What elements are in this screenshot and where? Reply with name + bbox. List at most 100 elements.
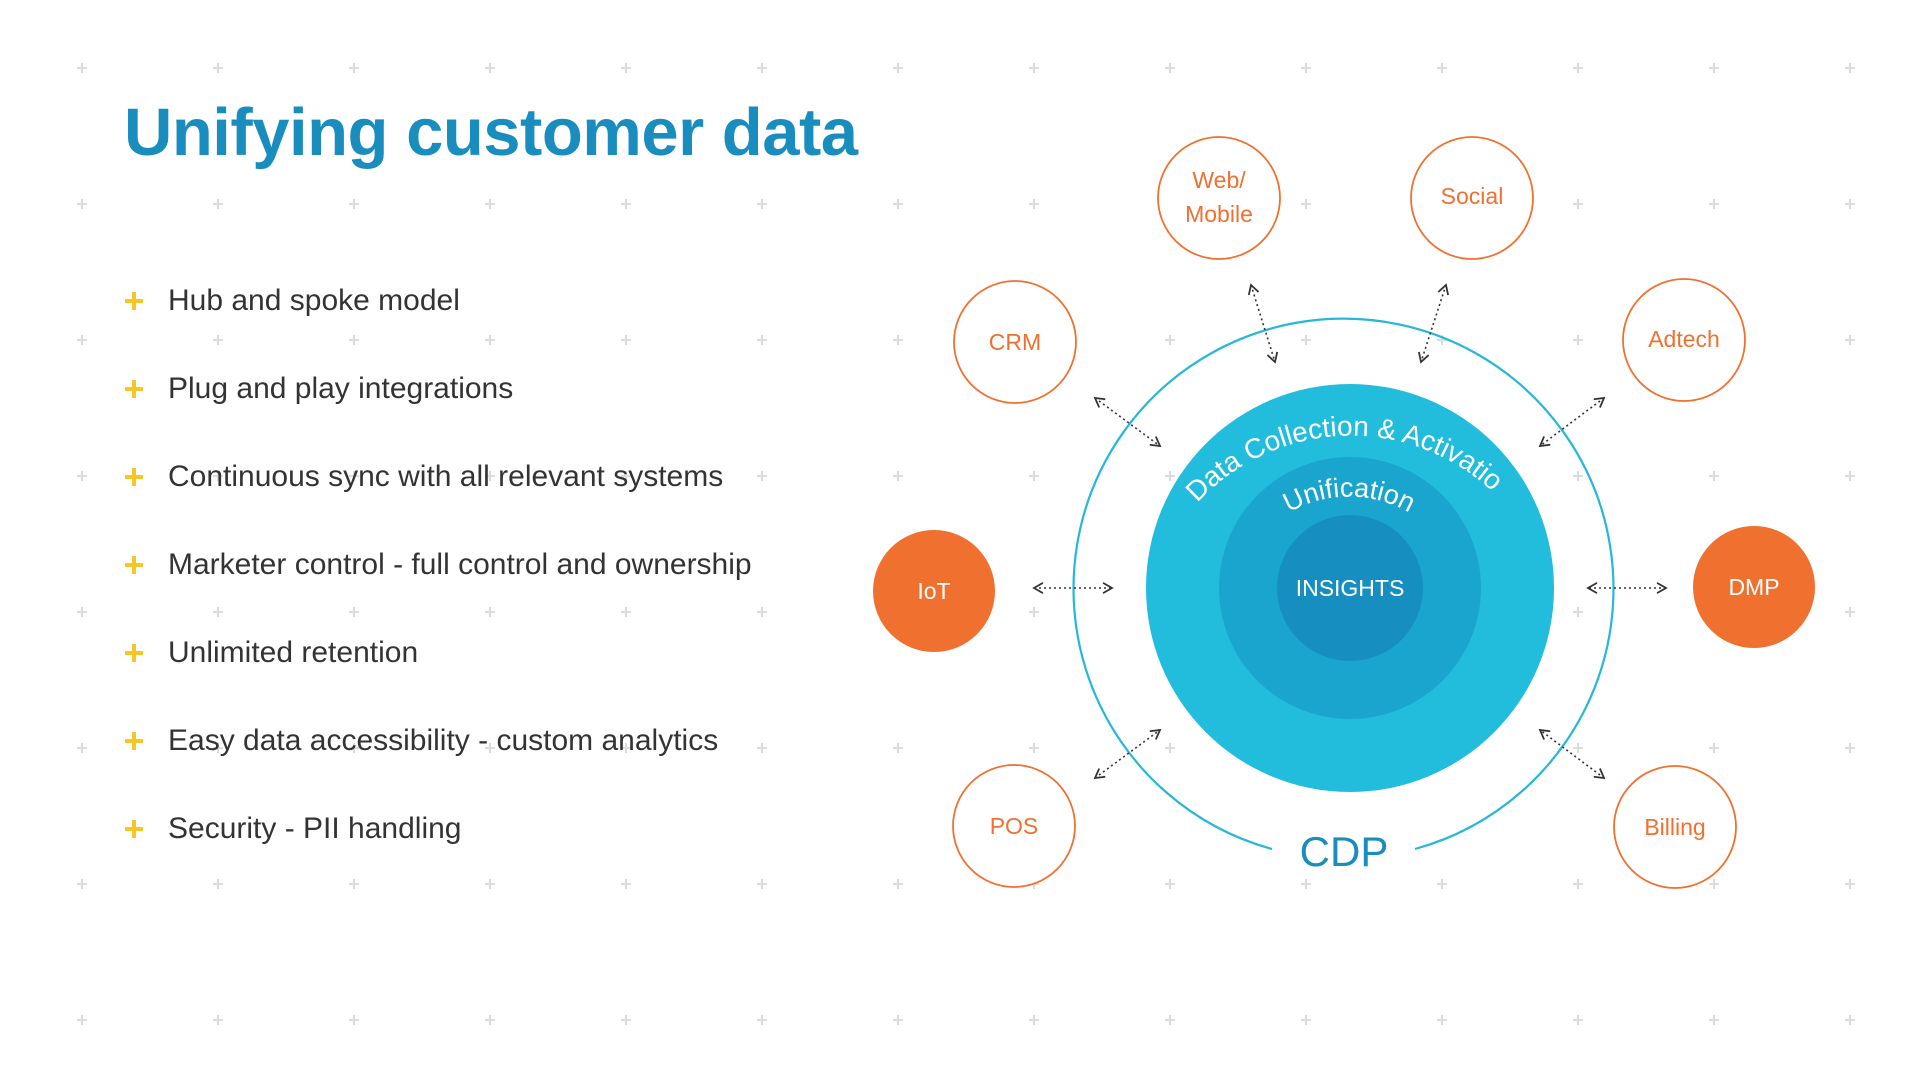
bullet-text: Plug and play integrations xyxy=(168,372,514,405)
spoke-social: Social xyxy=(1410,136,1534,260)
background-plus-mark xyxy=(485,199,495,209)
bullet-text: Hub and spoke model xyxy=(168,284,460,317)
spoke-billing: Billing xyxy=(1613,765,1737,889)
background-plus-mark xyxy=(1845,743,1855,753)
background-plus-mark xyxy=(757,471,767,481)
background-plus-mark xyxy=(213,879,223,889)
spoke-crm: CRM xyxy=(953,280,1077,404)
bullet-item: Security - PII handling xyxy=(124,810,752,898)
background-plus-mark xyxy=(757,63,767,73)
background-plus-mark xyxy=(1709,879,1719,889)
background-plus-mark xyxy=(485,1015,495,1025)
background-plus-mark xyxy=(213,1015,223,1025)
background-plus-mark xyxy=(485,471,495,481)
background-plus-mark xyxy=(1573,1015,1583,1025)
spoke-label-web: Web/ xyxy=(1192,167,1246,193)
plus-bullet-icon xyxy=(125,380,143,398)
spoke-label-crm: CRM xyxy=(989,329,1041,355)
bullet-list: Hub and spoke model Plug and play integr… xyxy=(124,282,752,898)
background-plus-mark xyxy=(1437,63,1447,73)
background-plus-mark xyxy=(213,471,223,481)
background-plus-mark xyxy=(349,743,359,753)
background-plus-mark xyxy=(1845,335,1855,345)
bullet-text: Continuous sync with all relevant system… xyxy=(168,460,724,493)
background-plus-mark xyxy=(77,335,87,345)
background-plus-mark xyxy=(349,471,359,481)
background-plus-mark xyxy=(485,607,495,617)
spoke-dmp: DMP xyxy=(1693,526,1815,648)
background-plus-mark xyxy=(485,335,495,345)
plus-bullet-icon xyxy=(125,292,143,310)
background-plus-mark xyxy=(1301,63,1311,73)
background-plus-mark xyxy=(77,471,87,481)
spoke-adtech: Adtech xyxy=(1622,278,1746,402)
connector-arrow-web-mobile xyxy=(1247,283,1279,364)
background-plus-mark xyxy=(1845,607,1855,617)
background-plus-mark xyxy=(1437,1015,1447,1025)
background-plus-mark xyxy=(485,743,495,753)
background-plus-mark xyxy=(621,63,631,73)
background-plus-mark xyxy=(213,607,223,617)
background-plus-mark xyxy=(1845,471,1855,481)
background-plus-mark xyxy=(77,879,87,889)
bullet-item: Easy data accessibility - custom analyti… xyxy=(124,722,752,810)
background-plus-mark xyxy=(757,607,767,617)
spoke-label-mobile: Mobile xyxy=(1185,201,1253,227)
spoke-label-social: Social xyxy=(1441,183,1504,209)
background-plus-mark xyxy=(1165,879,1175,889)
bullet-text: Marketer control - full control and owne… xyxy=(168,548,752,581)
background-plus-mark xyxy=(213,63,223,73)
background-plus-mark xyxy=(1845,1015,1855,1025)
background-plus-mark xyxy=(621,471,631,481)
background-plus-mark xyxy=(893,743,903,753)
background-plus-mark xyxy=(77,63,87,73)
background-plus-mark xyxy=(757,335,767,345)
background-plus-mark xyxy=(1573,335,1583,345)
background-plus-mark xyxy=(1437,879,1447,889)
background-plus-mark xyxy=(485,63,495,73)
background-plus-mark xyxy=(757,743,767,753)
cdp-boundary-ring xyxy=(1072,317,1615,851)
background-plus-mark xyxy=(1029,607,1039,617)
plus-bullet-icon xyxy=(125,468,143,486)
background-plus-mark xyxy=(893,199,903,209)
background-plus-mark xyxy=(213,743,223,753)
background-plus-mark xyxy=(1573,879,1583,889)
background-plus-mark xyxy=(893,1015,903,1025)
background-plus-mark xyxy=(213,335,223,345)
background-plus-mark xyxy=(1709,743,1719,753)
background-plus-mark xyxy=(1301,199,1311,209)
background-plus-mark xyxy=(77,743,87,753)
background-plus-mark xyxy=(77,1015,87,1025)
spoke-label-dmp: DMP xyxy=(1728,574,1779,600)
background-plus-mark xyxy=(349,879,359,889)
background-plus-mark xyxy=(621,879,631,889)
background-plus-mark xyxy=(1029,1015,1039,1025)
spoke-label-adtech: Adtech xyxy=(1648,326,1720,352)
background-plus-mark xyxy=(77,607,87,617)
background-plus-mark xyxy=(1029,471,1039,481)
background-plus-mark xyxy=(621,1015,631,1025)
spoke-pos: POS xyxy=(952,764,1076,888)
background-plus-mark xyxy=(1165,1015,1175,1025)
plus-bullet-icon xyxy=(125,820,143,838)
background-plus-mark xyxy=(349,335,359,345)
background-plus-mark xyxy=(757,199,767,209)
spoke-label-iot: IoT xyxy=(917,578,950,604)
bullet-item: Plug and play integrations xyxy=(124,370,752,458)
background-plus-mark xyxy=(349,1015,359,1025)
background-plus-mark xyxy=(1301,335,1311,345)
background-plus-mark xyxy=(1709,1015,1719,1025)
bullet-text: Security - PII handling xyxy=(168,812,462,845)
background-plus-mark xyxy=(1709,63,1719,73)
bullet-item: Unlimited retention xyxy=(124,634,752,722)
bullet-item: Continuous sync with all relevant system… xyxy=(124,458,752,546)
connector-arrow-crm xyxy=(1093,396,1162,448)
plus-bullet-icon xyxy=(125,644,143,662)
slide-title: Unifying customer data xyxy=(124,95,858,170)
bullet-item: Marketer control - full control and owne… xyxy=(124,546,752,634)
background-plus-mark xyxy=(1573,199,1583,209)
background-plus-mark xyxy=(1845,199,1855,209)
background-plus-mark xyxy=(1845,63,1855,73)
